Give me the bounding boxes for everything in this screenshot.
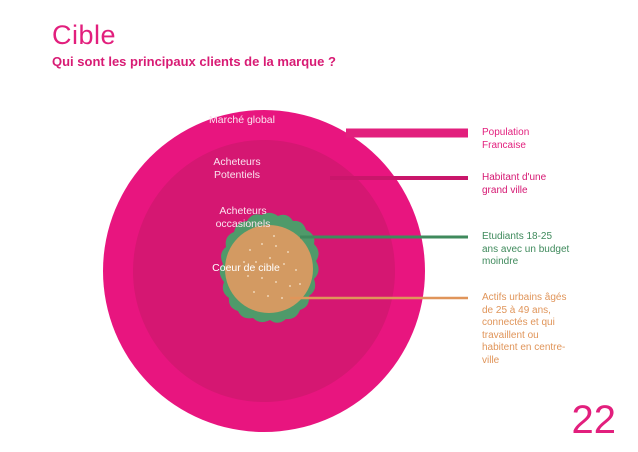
label-acheteurs-potentiels: Acheteurs Potentiels (213, 156, 261, 181)
page-title: Cible (52, 20, 117, 50)
sesame-seeds (243, 235, 301, 299)
page-subtitle: Qui sont les principaux clients de la ma… (52, 54, 336, 69)
label-marche-global: Marché global (209, 114, 275, 126)
label-coeur-de-cible: Coeur de cible (212, 262, 280, 274)
label-acheteurs-occasionels: Acheteurs occasionels (215, 205, 271, 230)
legend-population: Population Francaise (482, 127, 530, 151)
legend-habitant: Habitant d'une grand ville (482, 172, 547, 196)
legend-etudiants: Etudiants 18-25 ans avec un budget moind… (482, 231, 570, 267)
legend-actifs: Actifs urbains âgés de 25 à 49 ans, conn… (482, 292, 567, 366)
page-number: 22 (571, 398, 617, 442)
ring-coeur-de-cible (225, 225, 313, 313)
